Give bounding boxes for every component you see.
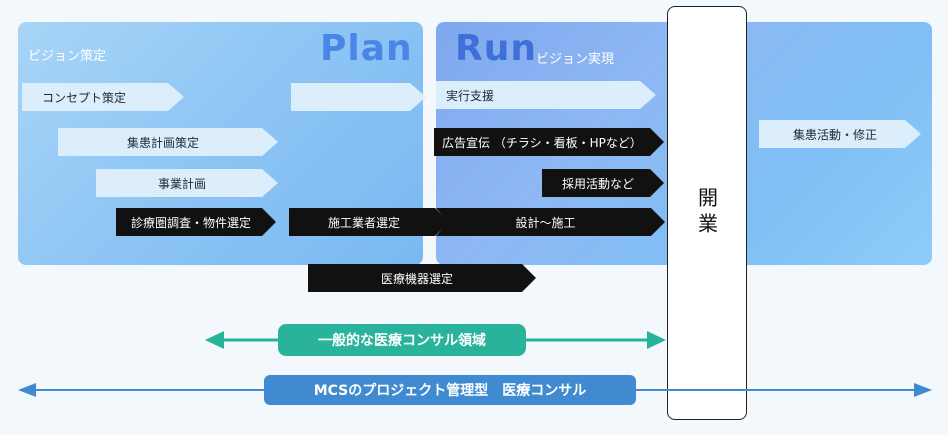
step-business-plan: 事業計画: [96, 169, 278, 197]
mcs-range-arrowhead-right: [914, 383, 932, 397]
mcs-range-arrowhead-left: [18, 383, 36, 397]
step-contractor-label: 施工業者選定: [327, 215, 400, 230]
step-patient-plan: 集患計画策定: [58, 128, 278, 156]
step-equipment-label: 医療機器選定: [380, 271, 453, 286]
step-concept-label: コンセプト策定: [42, 90, 127, 105]
mcs-consulting-band: MCSのプロジェクト管理型 医療コンサル: [264, 375, 636, 405]
step-advertising: 広告宣伝 （チラシ・看板・HPなど）: [434, 128, 664, 156]
opening-label: 開業: [694, 187, 719, 239]
step-contractor: 施工業者選定: [289, 208, 449, 236]
opening-box: 開業: [667, 6, 747, 420]
step-post-open-label: 集患活動・修正: [792, 127, 877, 142]
general-range-arrowhead-right: [647, 331, 666, 349]
general-range-arrowhead-left: [205, 331, 224, 349]
step-recruiting: 採用活動など: [542, 169, 664, 197]
step-concept: コンセプト策定: [22, 83, 184, 111]
general-consulting-band: 一般的な医療コンサル領域: [278, 324, 526, 356]
step-execution-support: 実行支援: [436, 81, 656, 109]
step-concept-extension: [291, 83, 426, 111]
step-business-plan-label: 事業計画: [157, 176, 206, 191]
step-execution-support-label: 実行支援: [446, 88, 495, 103]
run-title: Run: [455, 28, 537, 69]
mcs-consulting-label: MCSのプロジェクト管理型 医療コンサル: [313, 383, 587, 399]
step-design-label: 設計〜施工: [515, 215, 576, 230]
step-survey-label: 診療圏調査・物件選定: [130, 215, 251, 230]
general-consulting-label: 一般的な医療コンサル領域: [318, 333, 486, 349]
step-post-open: 集患活動・修正: [759, 120, 921, 148]
step-equipment: 医療機器選定: [308, 264, 536, 292]
step-advertising-label: 広告宣伝 （チラシ・看板・HPなど）: [442, 135, 642, 150]
plan-subtitle: ビジョン策定: [28, 49, 107, 64]
step-design: 設計〜施工: [436, 208, 665, 236]
plan-title: Plan: [320, 28, 413, 69]
step-recruiting-label: 採用活動など: [561, 176, 634, 191]
step-survey: 診療圏調査・物件選定: [116, 208, 276, 236]
step-patient-plan-label: 集患計画策定: [126, 135, 199, 150]
run-subtitle: ビジョン実現: [536, 52, 615, 67]
